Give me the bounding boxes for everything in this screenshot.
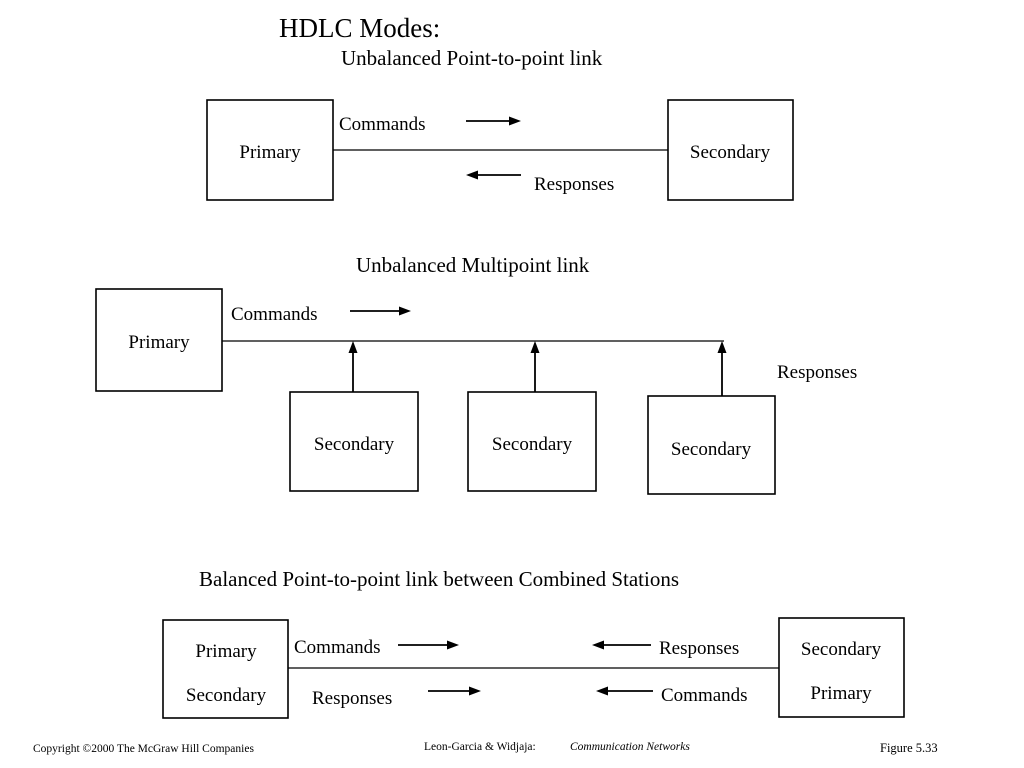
s1-responses-label: Responses <box>534 174 614 195</box>
page-title: HDLC Modes: <box>279 13 440 43</box>
s2-responses-label: Responses <box>777 362 857 383</box>
section-1-heading: Unbalanced Point-to-point link <box>341 46 603 70</box>
s1-secondary-box-rect <box>667 99 794 201</box>
s2-secondary-box-2-label: Secondary <box>492 434 573 455</box>
footer-figure-number: Figure 5.33 <box>880 741 938 755</box>
s1-commands-label: Commands <box>339 114 426 135</box>
s1-secondary-box: Secondary <box>667 99 794 201</box>
s3-left-combined-box-label-secondary: Secondary <box>186 685 267 706</box>
s1-commands-arrow-right-icon <box>466 116 521 126</box>
s2-commands-arrow-right-icon <box>350 306 411 316</box>
s2-secondary-box-3: Secondary <box>647 341 776 495</box>
section-unbalanced-multipoint: Unbalanced Multipoint link Primary Comma… <box>95 253 857 495</box>
s3-right-combined-box-rect <box>778 617 905 718</box>
s2-primary-box-rect <box>95 288 223 392</box>
section-unbalanced-point-to-point: Unbalanced Point-to-point link Primary S… <box>206 46 794 201</box>
s2-secondary-3-arrow-up-icon <box>717 341 727 396</box>
s3-responses-arrow-right-bottom-icon <box>428 686 481 696</box>
s2-primary-box-label: Primary <box>128 332 190 353</box>
s2-secondary-box-1-rect <box>289 391 419 492</box>
s3-left-combined-box-rect <box>162 619 289 719</box>
s2-secondary-1-arrow-up-icon <box>348 341 358 392</box>
s3-right-combined-box-label-primary: Primary <box>810 683 872 704</box>
s3-right-combined-box-label-secondary: Secondary <box>801 639 882 660</box>
footer-attribution-authors: Leon-Garcia & Widjaja: <box>424 741 536 753</box>
s3-left-combined-box-label-primary: Primary <box>195 641 257 662</box>
s1-primary-box: Primary <box>206 99 334 201</box>
s3-right-combined-box: Secondary Primary <box>778 617 905 718</box>
s3-responses-arrow-left-icon <box>592 640 651 650</box>
s2-secondary-box-2-rect <box>467 391 597 492</box>
s1-primary-box-rect <box>206 99 334 201</box>
s2-primary-box: Primary <box>95 288 223 392</box>
footer-copyright: Copyright ©2000 The McGraw Hill Companie… <box>33 743 254 755</box>
s3-responses-label-top: Responses <box>659 638 739 659</box>
s2-secondary-box-2: Secondary <box>467 341 597 492</box>
section-balanced-point-to-point: Balanced Point-to-point link between Com… <box>162 567 905 719</box>
s3-responses-label-bottom: Responses <box>312 688 392 709</box>
footer-attribution-book: Communication Networks <box>570 741 690 753</box>
s1-secondary-box-label: Secondary <box>690 142 771 163</box>
s3-commands-label-top: Commands <box>294 637 381 658</box>
s1-responses-arrow-left-icon <box>466 170 521 180</box>
footer: Copyright ©2000 The McGraw Hill Companie… <box>33 741 938 755</box>
s1-primary-box-label: Primary <box>239 142 301 163</box>
s2-secondary-box-3-label: Secondary <box>671 439 752 460</box>
s2-secondary-box-1: Secondary <box>289 341 419 492</box>
s2-commands-label: Commands <box>231 304 318 325</box>
s3-commands-label-bottom: Commands <box>661 685 748 706</box>
s3-commands-arrow-right-icon <box>398 640 459 650</box>
s2-secondary-box-1-label: Secondary <box>314 434 395 455</box>
s3-left-combined-box: Primary Secondary <box>162 619 289 719</box>
section-2-heading: Unbalanced Multipoint link <box>356 253 590 277</box>
s3-commands-arrow-left-bottom-icon <box>596 686 653 696</box>
section-3-heading: Balanced Point-to-point link between Com… <box>199 567 679 591</box>
s2-secondary-2-arrow-up-icon <box>530 341 540 392</box>
s2-secondary-box-3-rect <box>647 395 776 495</box>
